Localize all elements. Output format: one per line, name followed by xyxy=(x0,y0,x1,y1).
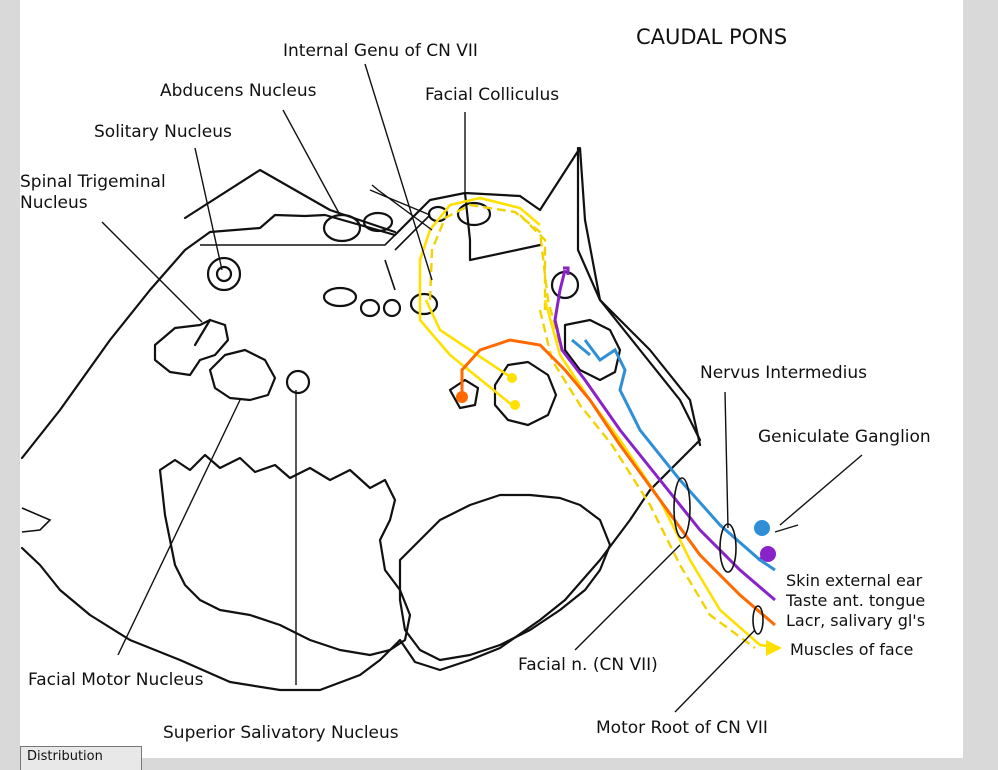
superior-salivatory-shape xyxy=(285,369,311,395)
colliculus-shape xyxy=(456,201,492,227)
label-spinal-trigeminal: Spinal Trigeminal xyxy=(20,172,166,192)
label-nervus-intermedius: Nervus Intermedius xyxy=(700,363,867,383)
label-facial-colliculus: Facial Colliculus xyxy=(425,85,559,105)
pons-outline xyxy=(20,146,702,692)
leader-lines xyxy=(101,63,863,713)
label-solitary-nucleus: Solitary Nucleus xyxy=(94,122,232,142)
lacrimal-salivary-pathway xyxy=(456,338,776,627)
label-abducens-nucleus: Abducens Nucleus xyxy=(160,81,317,101)
label-muscles-of-face: Muscles of face xyxy=(790,640,913,659)
basilar-pons xyxy=(158,453,612,662)
label-facial-motor-nucleus: Facial Motor Nucleus xyxy=(28,670,204,690)
diagram-panel xyxy=(20,0,963,758)
label-taste-ant-tongue: Taste ant. tongue xyxy=(785,591,925,610)
abducens-nucleus-shape xyxy=(322,213,362,243)
label-facial-n: Facial n. (CN VII) xyxy=(518,655,658,675)
facial-motor-nucleus-shape xyxy=(208,348,277,402)
label-internal-genu: Internal Genu of CN VII xyxy=(283,41,478,61)
facial-motor-pathway xyxy=(418,196,782,656)
solitary-nucleus-shape xyxy=(206,256,242,292)
nuclei xyxy=(153,201,622,427)
abducens-nucleus-shape-2 xyxy=(362,211,394,233)
diagram-title: CAUDAL PONS xyxy=(636,25,787,49)
label-motor-root: Motor Root of CN VII xyxy=(596,718,768,738)
label-lacr-salivary: Lacr, salivary gl's xyxy=(786,611,925,630)
labels: CAUDAL PONS Internal Genu of CN VII Abdu… xyxy=(20,25,931,743)
skin-pathway xyxy=(571,338,776,572)
spinal-trigeminal-shape xyxy=(153,318,230,377)
distribution-tab[interactable]: Distribution xyxy=(20,746,142,770)
label-superior-salivatory-nucleus: Superior Salivatory Nucleus xyxy=(163,723,399,743)
label-skin-external-ear: Skin external ear xyxy=(786,571,923,590)
label-geniculate-ganglion: Geniculate Ganglion xyxy=(758,427,931,447)
label-spinal-trigeminal-nucleus: Nucleus xyxy=(20,193,88,213)
taste-pathway xyxy=(553,266,776,602)
